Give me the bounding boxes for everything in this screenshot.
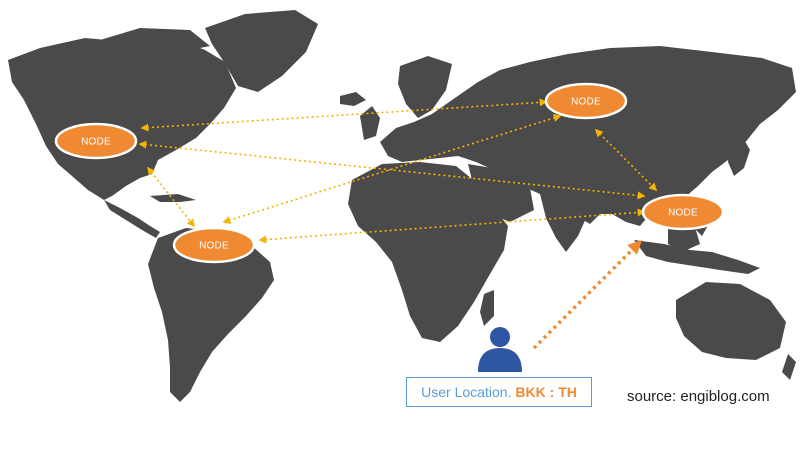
central-america — [104, 200, 160, 238]
maritime-southeast-asia — [634, 240, 760, 274]
japan — [728, 136, 750, 176]
iceland — [340, 92, 366, 106]
svg-text:NODE: NODE — [199, 241, 229, 252]
network-links — [138, 98, 658, 244]
user-location-label: User Location. — [421, 384, 512, 400]
madagascar — [480, 290, 494, 326]
british-isles — [360, 106, 380, 140]
svg-text:NODE: NODE — [81, 137, 111, 148]
borneo — [668, 224, 700, 252]
node-southeast-asia[interactable]: NODE — [641, 193, 725, 231]
link-russia-sea — [594, 128, 658, 192]
south-america-landmass — [148, 228, 274, 402]
svg-text:NODE: NODE — [668, 208, 698, 219]
node-north-america[interactable]: NODE — [54, 122, 138, 160]
link-sa-sea — [258, 208, 646, 244]
link-sa-russia — [222, 114, 562, 224]
source-credit: source: engiblog.com — [627, 388, 770, 405]
user-location-box: User Location. BKK : TH — [406, 377, 592, 407]
node-south-america[interactable]: NODE — [172, 226, 256, 264]
user-icon — [478, 327, 522, 372]
link-na-sa — [147, 166, 195, 228]
svg-text:NODE: NODE — [571, 97, 601, 108]
user-location-value: BKK : TH — [515, 384, 577, 400]
new-zealand — [782, 354, 796, 380]
australia — [676, 282, 786, 360]
greenland — [205, 10, 318, 92]
user-link — [532, 240, 642, 350]
node-russia[interactable]: NODE — [544, 82, 628, 120]
north-america-landmass — [8, 36, 236, 200]
arctic-islands — [100, 28, 210, 52]
eurasia-landmass — [380, 46, 796, 226]
